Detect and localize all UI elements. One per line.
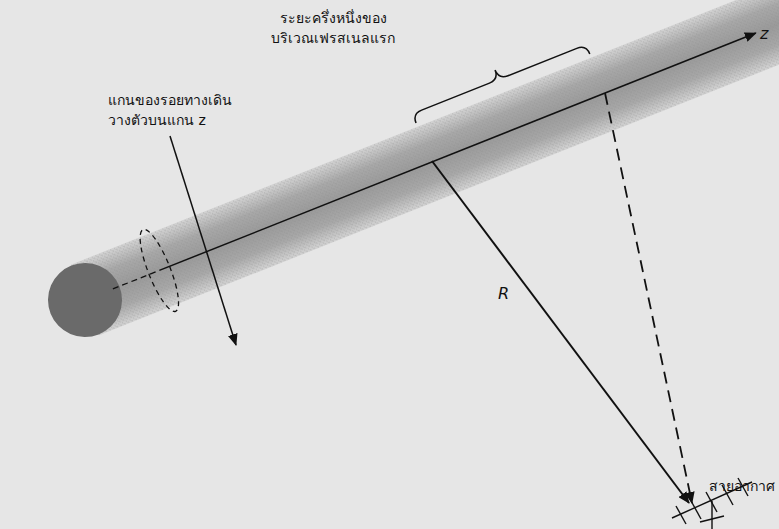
axis-name: z bbox=[760, 22, 768, 45]
trail-texture bbox=[71, 0, 779, 335]
cross-section-ellipse bbox=[133, 225, 186, 315]
bracket-label: ระยะครึ่งหนึ่งของ บริเวณเฟรสเนลแรก bbox=[262, 8, 404, 49]
meteor-head bbox=[37, 252, 133, 348]
trail-band bbox=[71, 0, 779, 335]
axis-dashed bbox=[113, 270, 159, 288]
fresnel-bracket bbox=[409, 35, 590, 123]
range-line bbox=[432, 161, 689, 503]
range-label: R bbox=[498, 282, 509, 305]
z-axis bbox=[159, 33, 756, 270]
fresnel-ray bbox=[605, 93, 692, 503]
antenna-label: สายอากาศ bbox=[709, 476, 775, 496]
axis-label: แกนของรอยทางเดิน วางตัวบนแกน z bbox=[108, 90, 244, 131]
normal-arrow bbox=[170, 136, 236, 345]
